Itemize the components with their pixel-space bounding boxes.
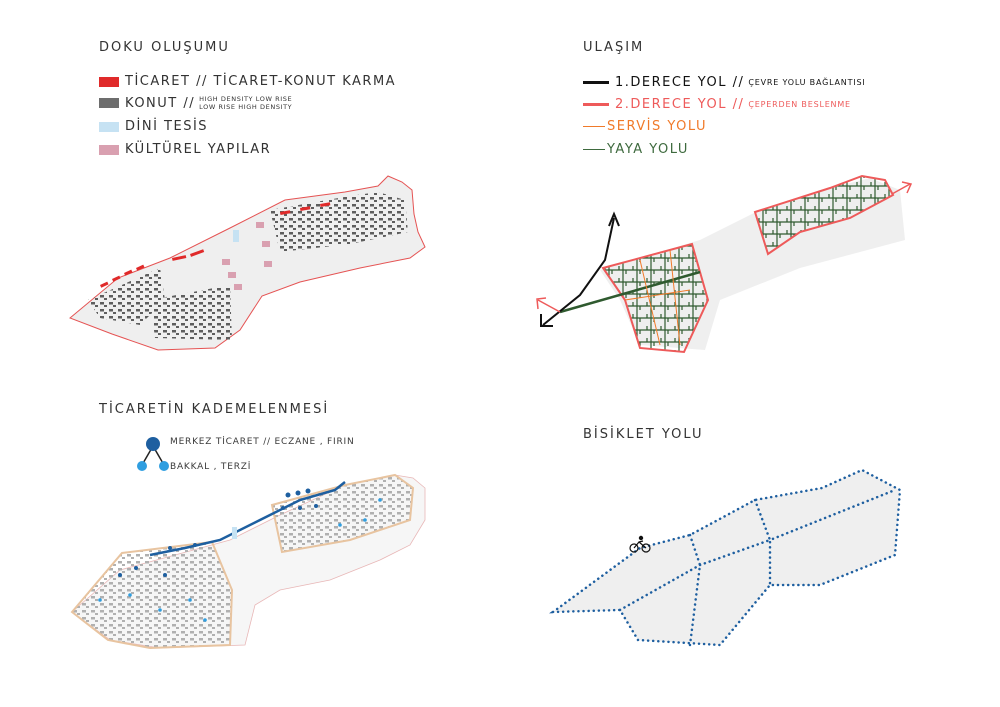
legend-konut-sub1: HIGH DENSITY LOW RISE [199,95,293,103]
ulasim-map [536,174,913,354]
legend-kulturel: KÜLTÜREL YAPILAR [99,142,271,157]
ulasim-main-road [559,270,701,314]
ticaret-hierarchy-icon [137,437,169,471]
ticaret-title: TİCARETİN KADEMELENMESİ [99,402,330,417]
ulasim-feeder-arrow-east [901,181,913,194]
ulasim-feeder-arrow-west [536,297,547,310]
legend-dini-label: DİNİ TESİS [125,119,209,134]
bisiklet-area [553,470,900,645]
1derece-line [583,81,609,84]
legend-servis: SERVİS YOLU [583,119,707,134]
ulasim-feeder-road [537,299,561,313]
legend-2derece-label: 2.DERECE YOL // [615,97,745,112]
legend-ticaret-label: TİCARET // TİCARET-KONUT KARMA [125,74,397,89]
kulturel-swatch [99,144,119,155]
legend-bakkal: BAKKAL , TERZİ [170,462,251,472]
legend-kulturel-label: KÜLTÜREL YAPILAR [125,142,272,157]
dini-swatch [99,121,119,132]
doku-religious-building [233,230,239,242]
merkez-ticaret-icon [146,437,160,451]
doku-housing-west [88,268,165,325]
legend-dini: DİNİ TESİS [99,119,208,134]
ulasim-feeder-east [891,183,911,195]
bisiklet-inner-route-3 [753,488,897,542]
ticaret-religious-building [232,527,237,539]
legend-1derece: 1.DERECE YOL // ÇEVRE YOLU BAĞLANTISI [583,75,865,90]
legend-bakkal-label: BAKKAL , TERZİ [170,462,252,472]
bisiklet-map [549,468,902,647]
yaya-line [583,149,605,150]
ticaret-commercial-nodes [118,488,318,577]
ulasim-service-roads [624,249,691,346]
legend-yaya: YAYA YOLU [583,142,689,157]
legend-konut-sub2: LOW RISE HIGH DENSITY [199,103,293,111]
bakkal-icon-left [137,461,147,471]
legend-merkez-label: MERKEZ TİCARET // ECZANE , FIRIN [170,437,355,447]
ulasim-east-block [753,174,895,256]
legend-1derece-note: ÇEVRE YOLU BAĞLANTISI [748,78,866,87]
bisiklet-title: BİSİKLET YOLU [583,427,704,442]
bisiklet-inner-route-2 [618,538,772,612]
legend-servis-label: SERVİS YOLU [607,119,707,134]
2derece-line [583,103,609,106]
ticaret-swatch [99,76,119,87]
ulasim-ring-arrow-up [608,211,620,227]
legend-konut: KONUT // HIGH DENSITY LOW RISE LOW RISE … [99,95,292,111]
legend-yaya-label: YAYA YOLU [607,142,689,157]
bakkal-icon-right [159,461,169,471]
doku-housing-east [270,192,408,252]
ticaret-east-zone [270,473,415,554]
doku-title: DOKU OLUŞUMU [99,40,230,55]
doku-cultural-buildings [222,222,272,290]
ticaret-map [70,437,426,650]
legend-merkez: MERKEZ TİCARET // ECZANE , FIRIN [170,437,355,447]
servis-line [583,126,605,127]
ulasim-title: ULAŞIM [583,40,645,55]
bicycle-icon [629,535,651,553]
ulasim-ring-road [542,217,615,326]
ticaret-commercial-spine [149,481,346,557]
doku-commercial-strip [100,202,331,288]
konut-swatch [99,98,119,108]
legend-ticaret: TİCARET // TİCARET-KONUT KARMA [99,74,396,89]
legend-2derece-note: ÇEPERDEN BESLENME [748,100,851,109]
legend-konut-label: KONUT // [125,95,196,111]
legend-2derece: 2.DERECE YOL // ÇEPERDEN BESLENME [583,97,851,112]
ticaret-small-shops [98,498,382,622]
doku-map [69,175,426,351]
ticaret-west-zone [70,540,234,650]
ulasim-ring-arrow-down [540,314,553,327]
doku-housing-mid [150,285,232,340]
legend-1derece-label: 1.DERECE YOL // [615,75,745,90]
